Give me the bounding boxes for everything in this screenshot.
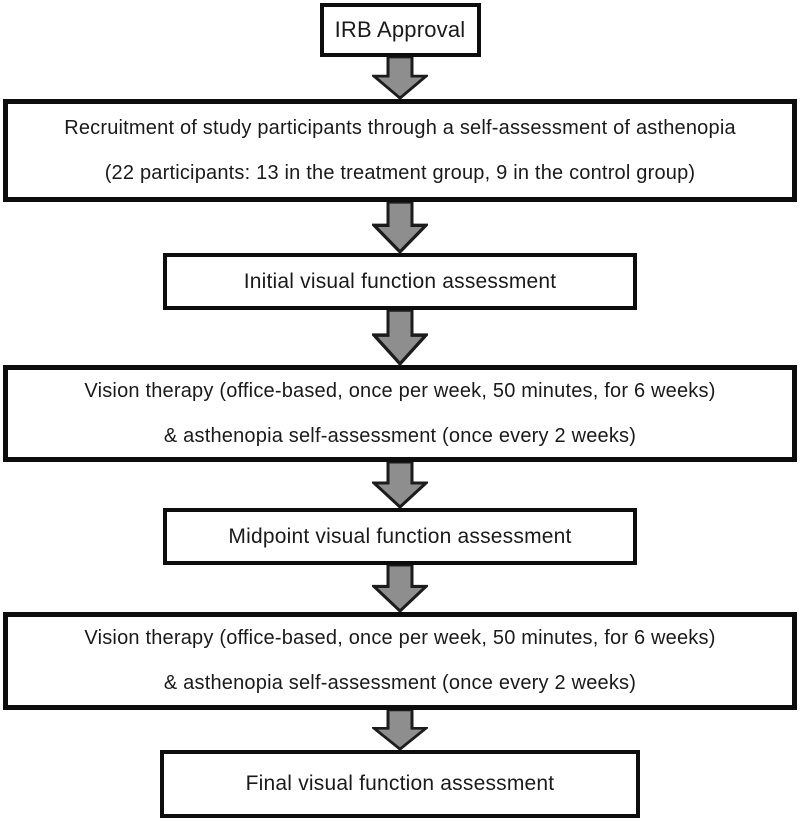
node-text-line: IRB Approval bbox=[334, 17, 466, 42]
arrow-shape bbox=[372, 57, 428, 99]
down-arrow-icon bbox=[372, 462, 428, 508]
node-text-line: Recruitment of study participants throug… bbox=[64, 116, 736, 139]
node-text-line: Midpoint visual function assessment bbox=[228, 524, 572, 548]
arrow-shape bbox=[372, 565, 428, 612]
node-text-line: Vision therapy (office-based, once per w… bbox=[84, 627, 716, 649]
flow-node-irb-approval: IRB Approval bbox=[319, 3, 481, 57]
node-text-line: Initial visual function assessment bbox=[243, 269, 557, 293]
node-text-line: (22 participants: 13 in the treatment gr… bbox=[104, 161, 696, 184]
arrow-shape bbox=[372, 710, 428, 750]
node-text-line: & asthenopia self-assessment (once every… bbox=[163, 424, 637, 447]
node-text-line: Vision therapy (office-based, once per w… bbox=[84, 379, 716, 402]
arrow-shape bbox=[372, 462, 428, 508]
down-arrow-icon bbox=[372, 202, 428, 253]
down-arrow-icon bbox=[372, 710, 428, 750]
node-text-line: & asthenopia self-assessment (once every… bbox=[163, 672, 637, 694]
node-text-line: Final visual function assessment bbox=[245, 772, 555, 795]
down-arrow-icon bbox=[372, 462, 428, 508]
down-arrow-icon bbox=[372, 310, 428, 365]
flow-node-vision-therapy-2: Vision therapy (office-based, once per w… bbox=[3, 612, 797, 710]
down-arrow-icon bbox=[372, 57, 428, 99]
down-arrow-icon bbox=[372, 565, 428, 612]
flow-node-final-assessment: Final visual function assessment bbox=[160, 750, 640, 818]
flow-node-midpoint-assessment: Midpoint visual function assessment bbox=[163, 508, 637, 565]
flow-node-vision-therapy-1: Vision therapy (office-based, once per w… bbox=[3, 365, 797, 462]
flow-node-initial-assessment: Initial visual function assessment bbox=[163, 253, 637, 310]
down-arrow-icon bbox=[372, 310, 428, 365]
arrow-shape bbox=[372, 202, 428, 253]
down-arrow-icon bbox=[372, 202, 428, 253]
flow-node-recruitment: Recruitment of study participants throug… bbox=[3, 99, 797, 202]
down-arrow-icon bbox=[372, 565, 428, 612]
down-arrow-icon bbox=[372, 710, 428, 750]
arrow-shape bbox=[372, 310, 428, 365]
down-arrow-icon bbox=[372, 57, 428, 99]
